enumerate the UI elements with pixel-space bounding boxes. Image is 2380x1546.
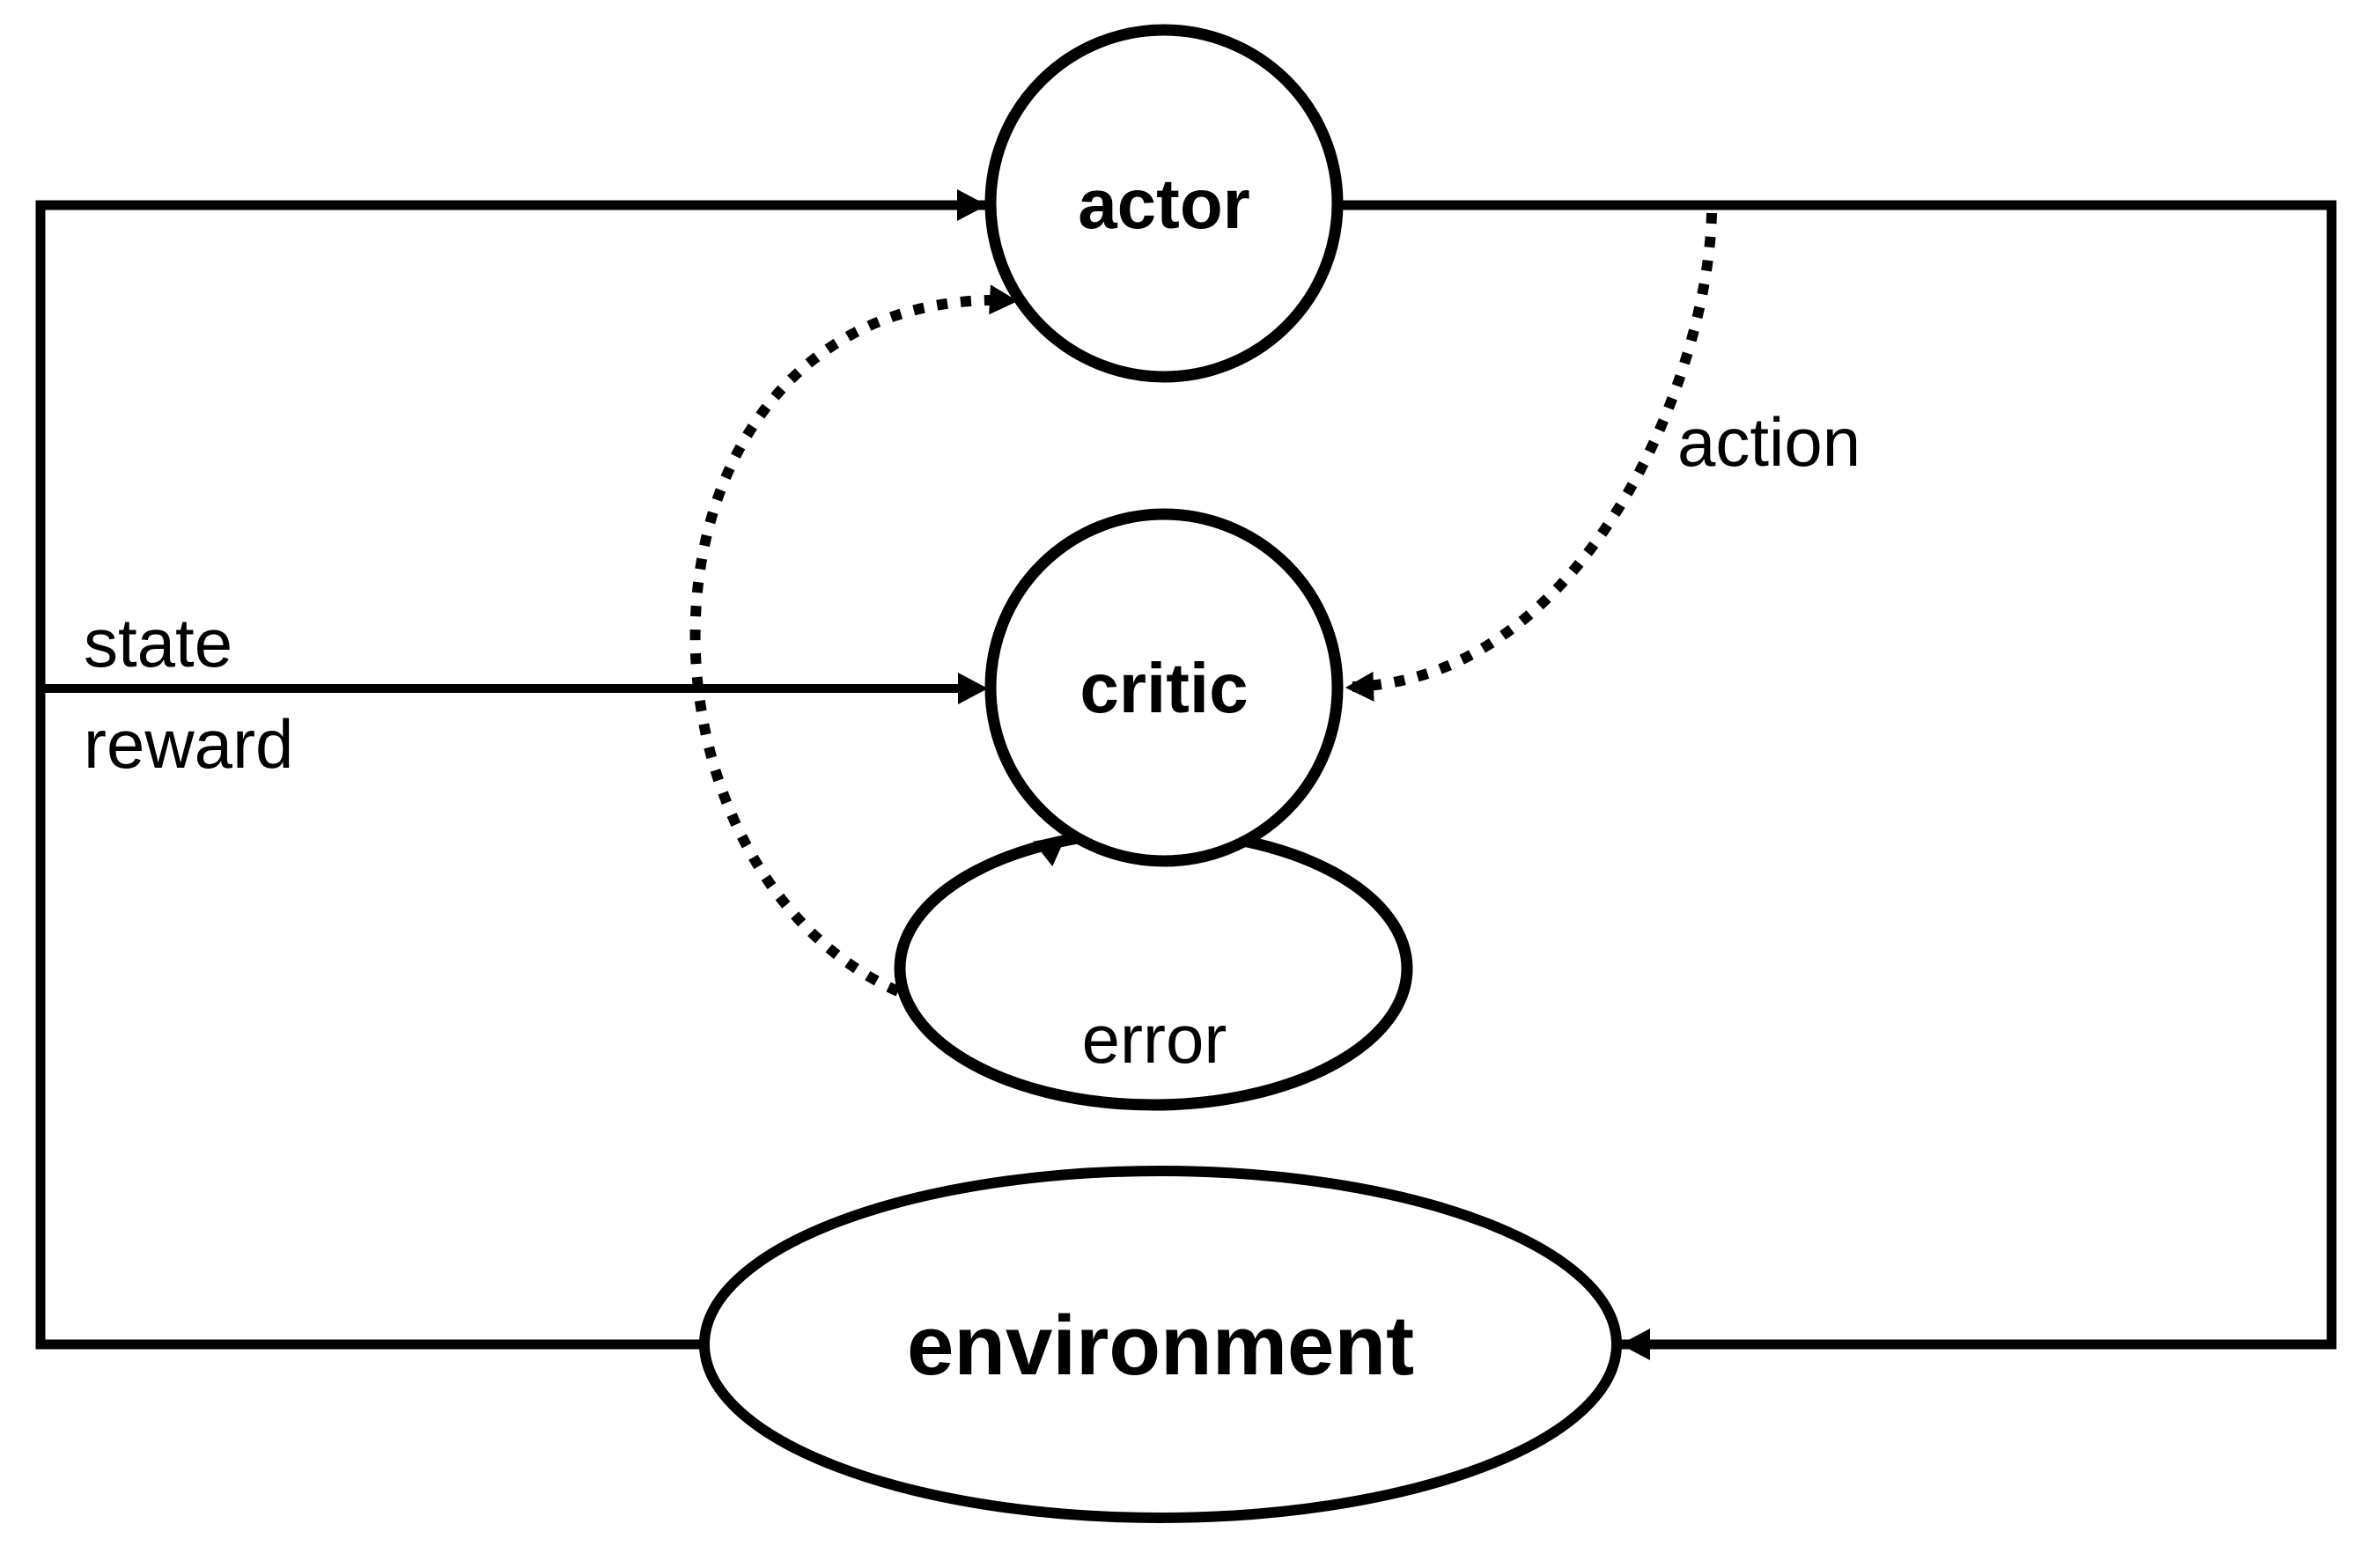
reward-label: reward: [84, 705, 293, 783]
critic-node: [984, 508, 1344, 867]
action-label: action: [1677, 403, 1861, 481]
arrowhead-dotted-into-actor: [989, 284, 1018, 315]
arrowhead-error-loop: [1033, 836, 1066, 867]
state-label: state: [84, 604, 232, 681]
error-to-actor-dotted-curve: [689, 294, 1008, 997]
arrowhead-into-environment: [1620, 1329, 1650, 1360]
critic-label: critic: [1079, 649, 1248, 727]
actor-node: [984, 24, 1344, 383]
environment-node: [699, 1166, 1622, 1523]
action-to-critic-dotted-curve: [1352, 212, 1717, 692]
arrowhead-into-critic: [958, 673, 988, 704]
error-label: error: [1082, 1000, 1227, 1078]
arrowhead-dotted-into-critic: [1345, 671, 1374, 702]
actor-label: actor: [1078, 165, 1250, 243]
arrowhead-into-actor: [957, 189, 987, 221]
environment-label: environment: [907, 1299, 1414, 1393]
